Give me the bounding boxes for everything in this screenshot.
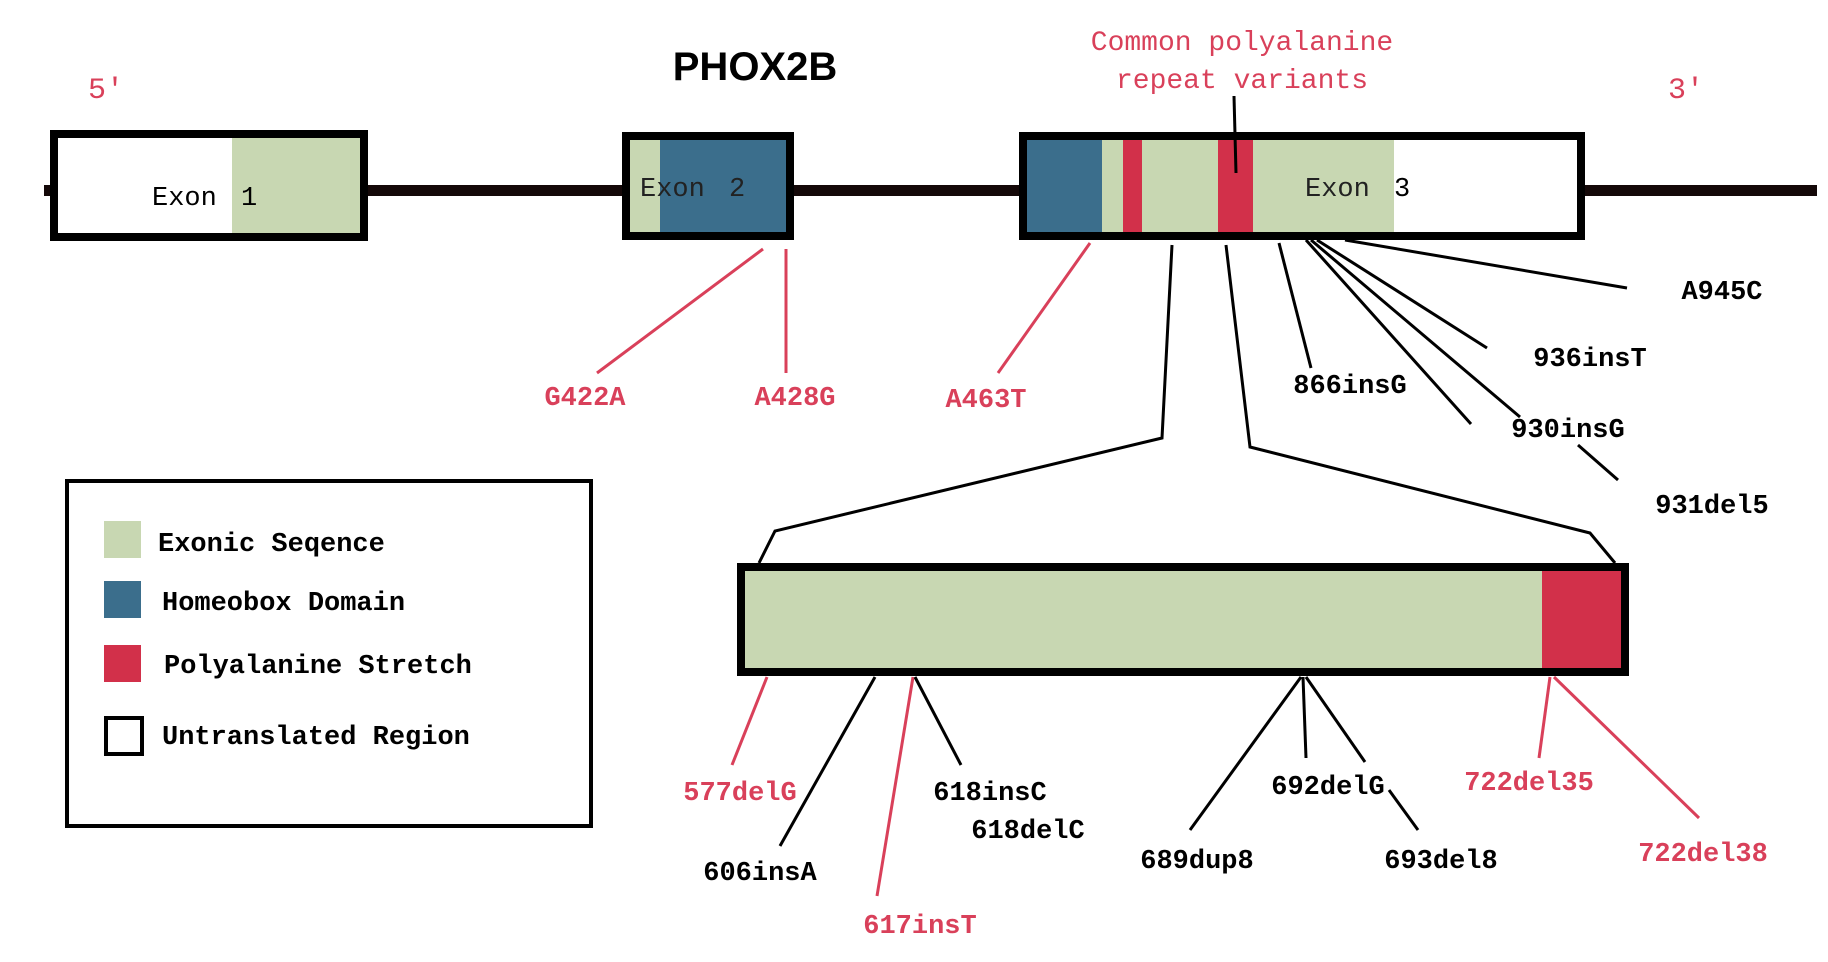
exon-1: Exon 1 — [50, 130, 368, 241]
svg-text:Exon 2: Exon 2 — [640, 175, 745, 205]
variant-label: A428G — [754, 384, 835, 414]
three-prime-label: 3' — [1668, 74, 1704, 108]
exon-3-homeobox-region — [1023, 136, 1102, 236]
variant-label: 693del8 — [1384, 847, 1497, 877]
legend-label: Untranslated Region — [162, 723, 470, 753]
variant-label: 931del5 — [1655, 492, 1768, 522]
variant-label: G422A — [544, 384, 626, 414]
legend-swatch-homeobox — [104, 581, 141, 618]
legend-swatch-exonic — [104, 521, 141, 558]
legend-label: Exonic Seqence — [158, 530, 385, 560]
pointer-692delG-b — [1304, 676, 1367, 763]
variant-label: 692delG — [1271, 773, 1384, 803]
variant-label: 722del38 — [1638, 840, 1768, 870]
legend-swatch-polyalanine — [104, 645, 141, 682]
svg-text:Exon 1: Exon 1 — [152, 184, 257, 214]
exon-2-homeobox-region — [660, 136, 790, 236]
legend: Exonic Seqence Homeobox Domain Polyalani… — [65, 479, 593, 828]
pointer-618insC — [913, 676, 963, 766]
pointer-931del5 — [1577, 443, 1619, 482]
gene-title: PHOX2B — [673, 45, 838, 89]
pointer-722del35 — [1537, 676, 1552, 759]
variant-label: A945C — [1681, 278, 1762, 308]
lower-variant-lines — [730, 675, 1701, 897]
five-prime-label: 5' — [88, 74, 124, 108]
pointer-722del38 — [1552, 675, 1701, 820]
variant-label: 722del35 — [1464, 769, 1594, 799]
variant-label: A463T — [945, 386, 1026, 416]
annotation-pointer — [1232, 95, 1238, 174]
pointer-577delG — [730, 676, 769, 766]
legend-frame — [65, 479, 593, 828]
upper-variant-lines — [596, 238, 1628, 482]
svg-text:Exon 3: Exon 3 — [1305, 175, 1410, 205]
exon-3-polyalanine-stretch-1 — [1123, 136, 1142, 236]
pointer-617insT — [875, 676, 915, 897]
expanded-exonic-region — [741, 567, 1542, 672]
pointer-936insT — [1316, 238, 1488, 350]
pointer-606insA — [778, 676, 877, 847]
gene-backbone — [44, 185, 1817, 196]
exon-1-label-word: Exon — [152, 184, 217, 214]
annotation-line-2: repeat variants — [1116, 66, 1368, 97]
pointer-866insG — [1277, 242, 1313, 369]
variant-label: 617insT — [863, 912, 976, 942]
exon-1-label-num: 1 — [241, 184, 257, 214]
variant-label: 866insG — [1293, 372, 1406, 402]
pointer-930insG-b — [1310, 238, 1521, 419]
exon-2-label-word: Exon — [640, 175, 705, 205]
variant-label: 606insA — [703, 859, 817, 889]
pointer-693del8 — [1387, 789, 1420, 831]
exon-3-label-num: 3 — [1394, 175, 1410, 205]
exon-2-label-num: 2 — [729, 175, 745, 205]
exon-3: Exon 3 — [1019, 132, 1585, 240]
annotation-line-1: Common polyalanine — [1091, 28, 1393, 59]
pointer-930insG-a — [1304, 238, 1473, 426]
legend-label: Polyalanine Stretch — [164, 652, 472, 682]
variant-label: 618delC — [971, 817, 1084, 847]
exon-2-exonic-region — [626, 136, 660, 236]
variant-label: 930insG — [1511, 416, 1624, 446]
expanded-polyalanine-stretch — [1542, 567, 1625, 672]
variant-label: 936insT — [1533, 345, 1646, 375]
pointer-G422A — [596, 247, 764, 375]
exon-3-label-word: Exon — [1305, 175, 1370, 205]
legend-label: Homeobox Domain — [162, 589, 405, 619]
pointer-689dup8 — [1188, 676, 1303, 831]
pointer-A463T — [996, 242, 1092, 374]
exon-1-exonic-region — [232, 134, 364, 237]
legend-swatch-utr — [104, 716, 144, 756]
variant-label: 689dup8 — [1140, 847, 1253, 877]
zoom-connector-right — [1224, 244, 1617, 564]
exon-2: Exon 2 — [622, 132, 794, 240]
pointer-692delG — [1301, 676, 1308, 759]
pointer-A945C — [1344, 238, 1628, 290]
variant-label: 577delG — [683, 779, 796, 809]
expanded-region — [737, 563, 1629, 676]
zoom-connector-left — [757, 244, 1174, 564]
variant-label: 618insC — [933, 779, 1046, 809]
